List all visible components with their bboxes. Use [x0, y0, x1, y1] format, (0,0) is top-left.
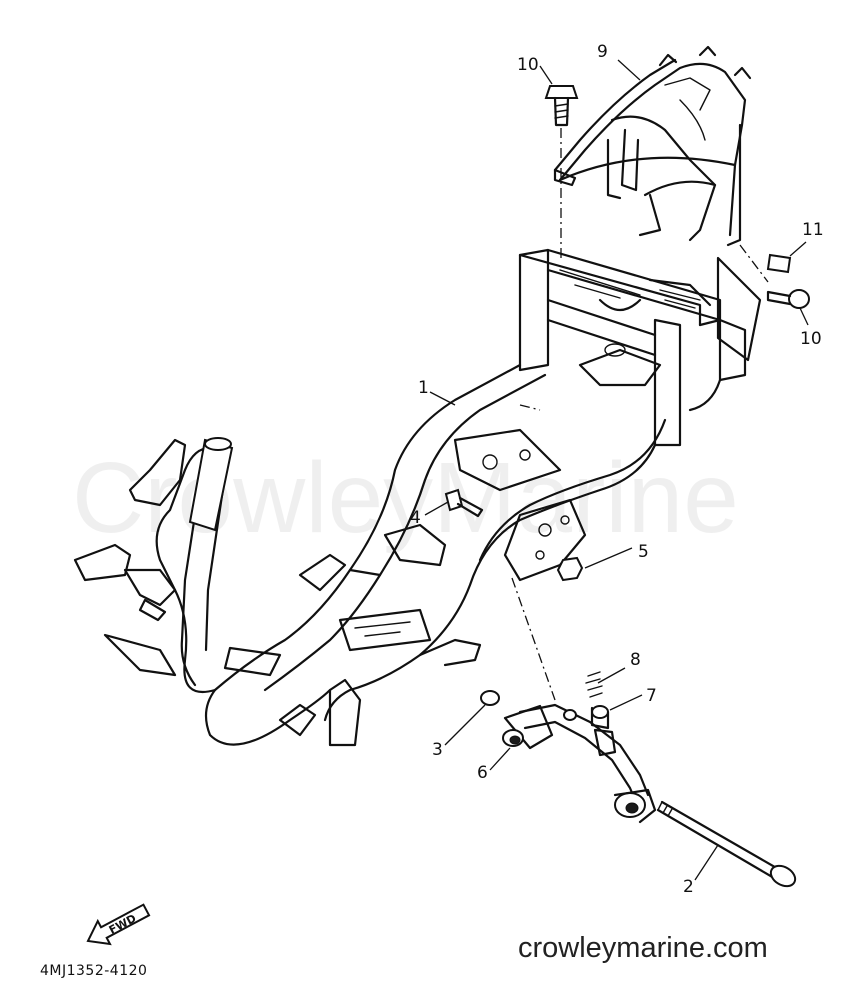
callout-10-right: 10: [800, 329, 822, 349]
callout-2: 2: [683, 877, 694, 897]
engine-mount-assembly: [480, 671, 657, 824]
pivot-bolt: [656, 800, 797, 888]
callout-11: 11: [802, 220, 824, 240]
carrier-bracket: [553, 45, 752, 247]
callout-6: 6: [477, 763, 488, 783]
callout-9: 9: [597, 42, 608, 62]
callout-leaders: [424, 59, 809, 881]
callout-3: 3: [432, 740, 443, 760]
callout-1: 1: [418, 378, 429, 398]
main-frame: [73, 248, 762, 747]
diagram-code: 4MJ1352-4120: [40, 963, 147, 979]
assembly-lines: [511, 128, 769, 701]
callout-5: 5: [638, 542, 649, 562]
callout-8: 8: [630, 650, 641, 670]
callout-4: 4: [410, 508, 421, 528]
website-label: crowleymarine.com: [518, 932, 768, 964]
hardware: [444, 85, 810, 582]
callout-labels: 1 2 3 4 5 6 7 8 9 10 10 11: [410, 42, 824, 897]
fwd-arrow: FWD: [86, 903, 151, 946]
callout-10-top: 10: [517, 55, 539, 75]
callout-7: 7: [646, 686, 657, 706]
